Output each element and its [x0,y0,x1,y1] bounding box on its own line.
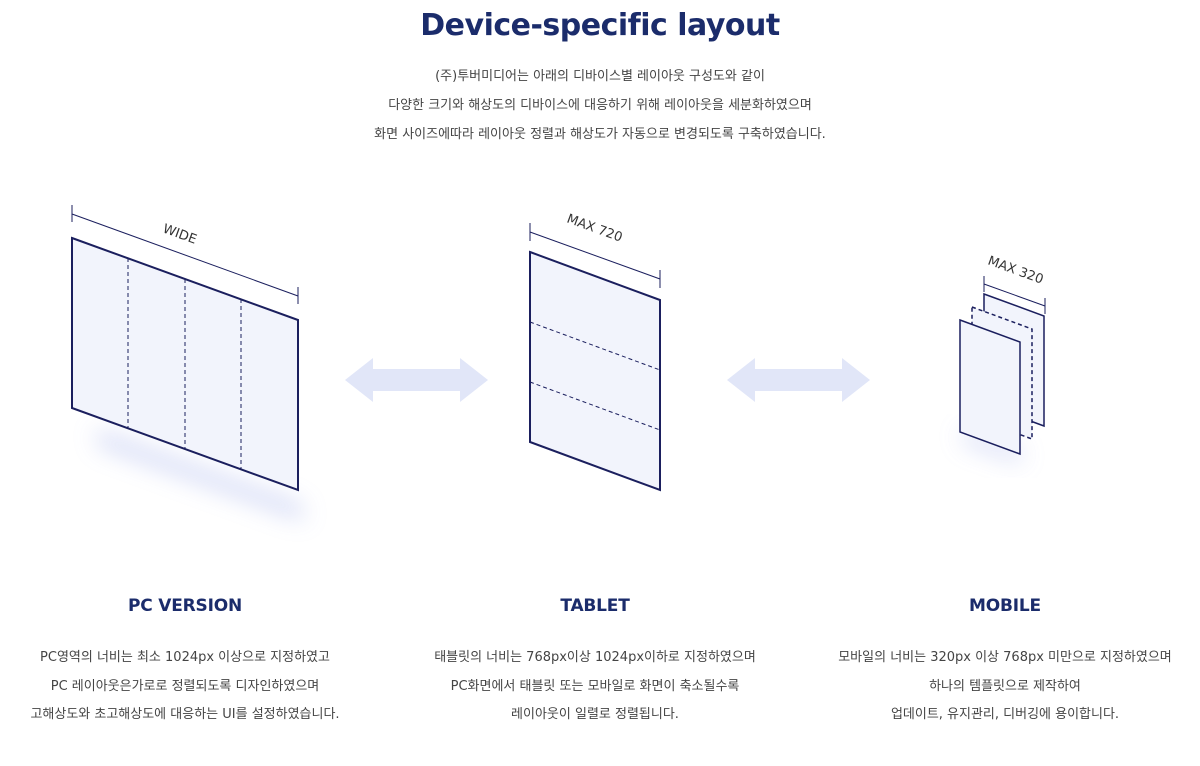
description-line: 태블릿의 너비는 768px이상 1024px이하로 지정하였으며 [434,650,756,665]
pc-version-heading: PC VERSION [128,596,242,616]
mobile-heading: MOBILE [969,596,1041,616]
pc-version-description: PC영역의 너비는 최소 1024px 이상으로 지정하였고 PC 레이아웃은가… [0,644,385,730]
description-line: 업데이트, 유지관리, 디버깅에 용이합니다. [890,707,1120,722]
page-title: Device-specific layout [420,8,780,43]
tablet-dimension-label: MAX 720 [565,212,625,246]
intro-line: 화면 사이즈에따라 레이아웃 정렬과 해상도가 자동으로 변경되도록 구축하였습… [374,127,826,142]
tablet-screen [529,250,661,492]
tablet-heading: TABLET [560,596,630,616]
pc-version-section: PC VERSION PC영역의 너비는 최소 1024px 이상으로 지정하였… [0,596,385,730]
tablet-layout-illustration: MAX 720 [529,212,661,492]
mobile-layout-illustration: MAX 320 [959,254,1046,462]
description-line: PC화면에서 태블릿 또는 모바일로 화면이 축소될수록 [450,678,740,694]
pc-layout-illustration: WIDE [71,205,305,520]
intro-line: 다양한 크기와 해상도의 디바이스에 대응하기 위해 레이아웃을 세분화하였으며 [388,98,812,113]
tablet-row-divider [529,321,661,371]
intro-text: (주)투버미디어는 아래의 디바이스별 레이아웃 구성도와 같이 다양한 크기와… [0,62,1200,149]
pc-shadow [95,430,305,520]
mobile-dimension-label: MAX 320 [986,254,1046,288]
mobile-section: MOBILE 모바일의 너비는 320px 이상 768px 미만으로 지정하였… [805,596,1200,730]
mobile-screen-front [959,318,1021,456]
intro-line: (주)투버미디어는 아래의 디바이스별 레이아웃 구성도와 같이 [435,69,765,84]
double-arrow-icon [727,358,870,402]
description-line: 레이아웃이 일렬로 정렬됩니다. [511,707,679,722]
double-arrow-icon [345,358,488,402]
mobile-description: 모바일의 너비는 320px 이상 768px 미만으로 지정하였으며 하나의 … [805,644,1200,730]
description-line: 하나의 템플릿으로 제작하여 [929,678,1081,694]
description-line: PC 레이아웃은가로로 정렬되도록 디자인하였으며 [50,678,320,694]
description-line: PC영역의 너비는 최소 1024px 이상으로 지정하였고 [40,650,330,665]
mobile-dimension-line [983,283,1046,307]
tablet-dimension-line [529,231,661,280]
tablet-description: 태블릿의 너비는 768px이상 1024px이하로 지정하였으며 PC화면에서… [395,644,795,730]
pc-dimension-line [71,213,299,297]
description-line: 고해상도와 초고해상도에 대응하는 UI를 설정하였습니다. [30,707,340,722]
pc-dimension-label: WIDE [161,222,199,248]
tablet-section: TABLET 태블릿의 너비는 768px이상 1024px이하로 지정하였으며… [395,596,795,730]
description-line: 모바일의 너비는 320px 이상 768px 미만으로 지정하였으며 [838,650,1172,665]
tablet-row-divider [529,381,661,431]
